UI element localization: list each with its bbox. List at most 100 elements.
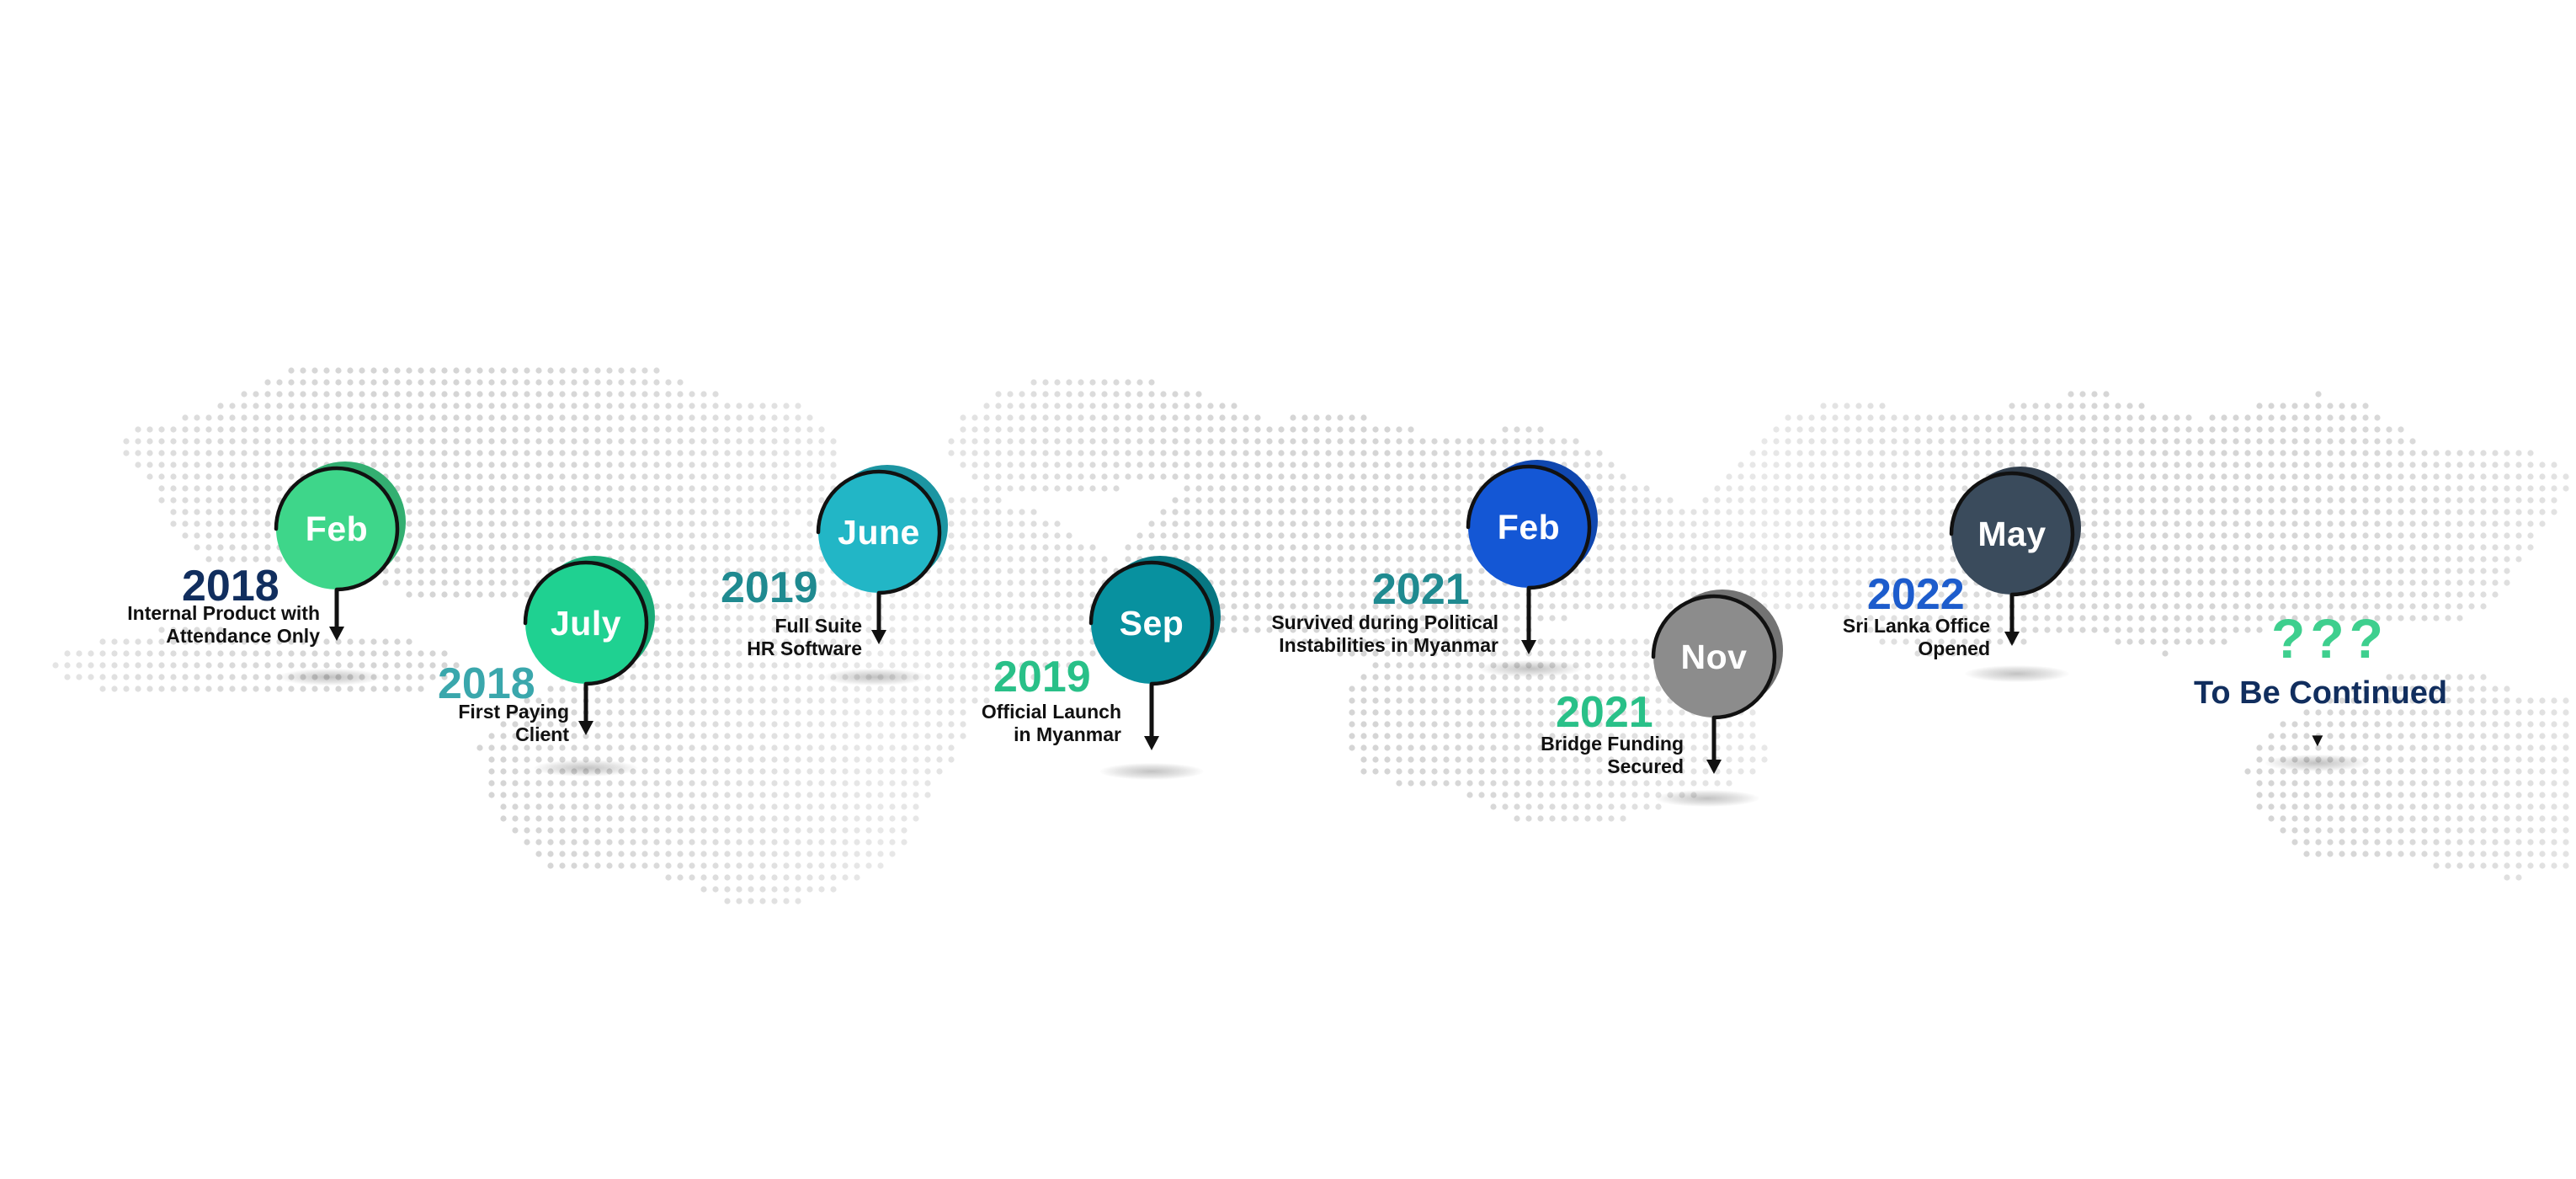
map-dot: [1832, 591, 1839, 598]
map-dot: [1042, 544, 1049, 551]
map-dot: [170, 473, 177, 480]
map-dot: [748, 520, 754, 527]
map-dot: [2174, 426, 2180, 433]
map-dot: [1891, 473, 1897, 480]
map-dot: [1160, 450, 1167, 456]
map-dot: [1820, 591, 1827, 598]
map-dot: [2504, 461, 2510, 468]
map-dot: [842, 721, 849, 728]
map-dot: [1844, 403, 1850, 409]
map-dot: [759, 426, 766, 433]
map-dot: [1419, 768, 1426, 775]
map-dot: [700, 744, 707, 751]
map-dot: [1195, 544, 1202, 551]
map-dot: [689, 473, 695, 480]
map-dot: [441, 556, 448, 563]
map-dot: [2327, 591, 2334, 598]
map-dot: [583, 438, 589, 445]
map-dot: [2362, 579, 2369, 586]
map-dot: [1796, 603, 1803, 610]
map-dot: [2468, 473, 2475, 480]
map-dot: [1891, 520, 1897, 527]
map-dot: [1914, 414, 1921, 421]
map-dot: [594, 414, 601, 421]
map-dot: [453, 556, 460, 563]
map-dot: [2209, 638, 2216, 645]
map-dot: [1431, 556, 1438, 563]
map-dot: [1596, 662, 1603, 669]
map-dot: [1796, 579, 1803, 586]
map-dot: [1360, 603, 1367, 610]
map-dot: [2480, 568, 2487, 574]
map-dot: [960, 686, 966, 692]
map-dot: [2091, 579, 2098, 586]
map-dot: [1360, 544, 1367, 551]
map-dot: [771, 509, 778, 515]
map-dot: [1891, 414, 1897, 421]
map-dot: [2445, 568, 2451, 574]
map-dot: [1855, 556, 1862, 563]
map-dot: [630, 438, 636, 445]
map-dot: [759, 792, 766, 798]
map-dot: [771, 591, 778, 598]
map-dot: [1172, 497, 1179, 504]
map-dot: [1749, 544, 1756, 551]
map-dot: [2280, 532, 2286, 539]
map-dot: [1054, 403, 1061, 409]
map-dot: [2138, 426, 2145, 433]
map-dot: [1042, 426, 1049, 433]
map-dot: [2209, 591, 2216, 598]
map-dot: [194, 438, 200, 445]
map-dot: [1396, 461, 1402, 468]
map-dot: [1254, 414, 1261, 421]
map-dot: [1985, 426, 1992, 433]
map-dot: [1243, 473, 1249, 480]
map-dot: [1749, 450, 1756, 456]
map-dot: [795, 674, 801, 680]
map-dot: [1360, 509, 1367, 515]
map-dot: [524, 768, 530, 775]
map-dot: [1549, 697, 1556, 704]
map-dot: [771, 603, 778, 610]
map-dot: [641, 485, 648, 492]
map-dot: [700, 473, 707, 480]
map-dot: [1714, 520, 1721, 527]
map-dot: [583, 744, 589, 751]
map-dot: [1808, 426, 1815, 433]
map-dot: [653, 603, 660, 610]
map-dot: [1419, 568, 1426, 574]
map-dot: [1596, 556, 1603, 563]
map-dot: [2504, 556, 2510, 563]
map-dot: [1914, 461, 1921, 468]
map-dot: [1231, 603, 1237, 610]
map-dot: [1985, 450, 1992, 456]
map-dot: [1254, 615, 1261, 622]
map-dot: [2056, 426, 2062, 433]
map-dot: [535, 379, 542, 386]
map-dot: [865, 780, 872, 787]
map-dot: [512, 438, 519, 445]
map-dot: [2032, 627, 2039, 633]
map-dot: [1938, 426, 1945, 433]
map-dot: [2244, 556, 2251, 563]
map-dot: [1313, 591, 1320, 598]
map-dot: [783, 603, 790, 610]
map-dot: [182, 414, 189, 421]
map-dot: [2291, 414, 2298, 421]
map-dot: [1254, 473, 1261, 480]
map-dot: [2291, 591, 2298, 598]
map-dot: [1360, 709, 1367, 716]
map-dot: [1914, 509, 1921, 515]
map-dot: [2515, 756, 2522, 763]
map-dot: [2350, 532, 2357, 539]
map-dot: [1879, 556, 1886, 563]
map-dot: [2268, 579, 2275, 586]
map-dot: [512, 579, 519, 586]
map-dot: [1502, 768, 1509, 775]
map-dot: [1301, 414, 1308, 421]
map-dot: [1879, 414, 1886, 421]
map-dot: [2539, 780, 2546, 787]
map-dot: [1231, 579, 1237, 586]
map-dot: [689, 686, 695, 692]
map-dot: [441, 426, 448, 433]
